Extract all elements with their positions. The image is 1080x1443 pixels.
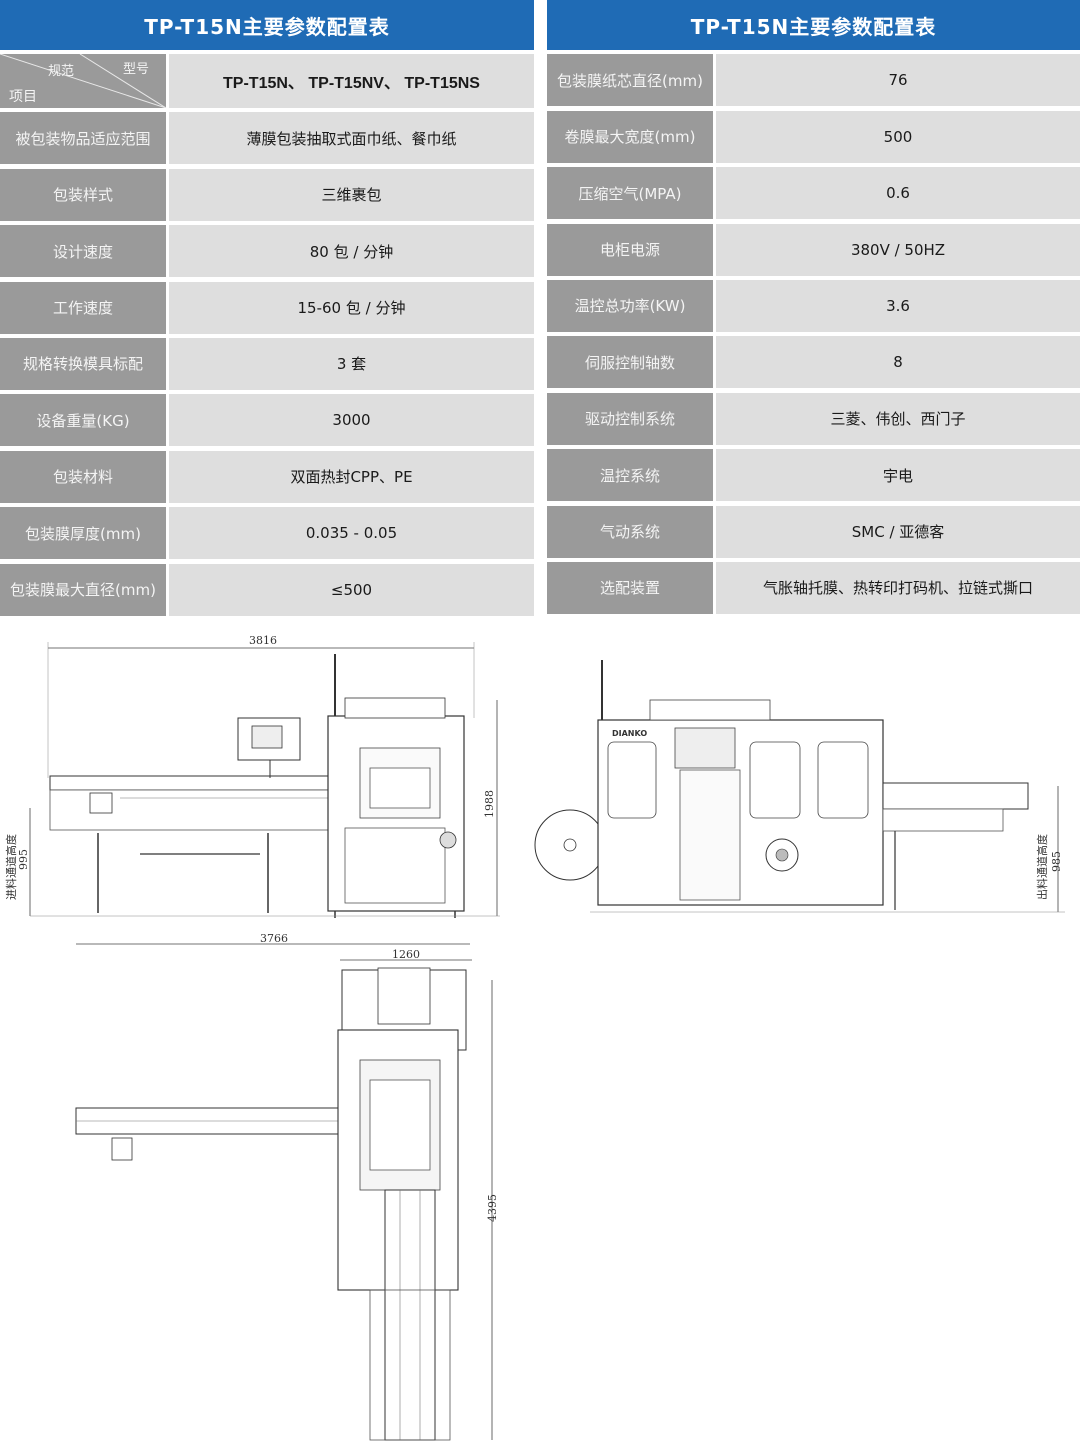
right-table-title: TP-T15N主要参数配置表 — [547, 0, 1080, 50]
top-view-drawing: 3766 1260 4395 — [60, 930, 520, 1443]
row-value: 15-60 包 / 分钟 — [169, 281, 534, 334]
row-label: 工作速度 — [0, 281, 166, 334]
row-value: 80 包 / 分钟 — [169, 225, 534, 278]
table-row: 设备重量(KG)3000 — [0, 394, 534, 447]
row-label: 温控系统 — [547, 449, 713, 502]
row-label: 包装膜厚度(mm) — [0, 507, 166, 560]
row-label: 设计速度 — [0, 225, 166, 278]
row-value: 三菱、伟创、西门子 — [716, 392, 1080, 445]
row-value: 气胀轴托膜、热转印打码机、拉链式撕口 — [716, 561, 1080, 614]
row-value: 76 — [716, 54, 1080, 107]
infeed-height-label: 进料通道高度 — [4, 834, 18, 900]
row-label: 包装材料 — [0, 450, 166, 503]
row-label: 设备重量(KG) — [0, 394, 166, 447]
row-label: 包装样式 — [0, 168, 166, 221]
outfeed-height-label: 出料通道高度 — [1035, 834, 1049, 900]
side-view-drawing: DIANKO 出料通道高度 985 — [530, 650, 1080, 920]
row-label: 包装膜最大直径(mm) — [0, 563, 166, 616]
front-width-dim: 3816 — [249, 634, 277, 647]
table-row: 压缩空气(MPA)0.6 — [547, 167, 1080, 220]
table-row: 驱动控制系统三菱、伟创、西门子 — [547, 392, 1080, 445]
row-value: 宇电 — [716, 449, 1080, 502]
row-value: 500 — [716, 110, 1080, 163]
row-label: 压缩空气(MPA) — [547, 167, 713, 220]
row-label: 温控总功率(KW) — [547, 279, 713, 332]
corner-model-label: 型号 — [123, 62, 150, 77]
table-row: 包装材料双面热封CPP、PE — [0, 450, 534, 503]
row-value: 8 — [716, 336, 1080, 389]
row-value: 三维裹包 — [169, 168, 534, 221]
left-table-title: TP-T15N主要参数配置表 — [0, 0, 534, 50]
row-label: 气动系统 — [547, 505, 713, 558]
row-label: 驱动控制系统 — [547, 392, 713, 445]
table-row: 包装样式三维裹包 — [0, 168, 534, 221]
top-width-dim: 3766 — [260, 932, 288, 945]
row-value: SMC / 亚德客 — [716, 505, 1080, 558]
row-label: 包装膜纸芯直径(mm) — [547, 54, 713, 107]
table-row: 选配装置气胀轴托膜、热转印打码机、拉链式撕口 — [547, 561, 1080, 614]
row-value: 双面热封CPP、PE — [169, 450, 534, 503]
top-length-dim: 4395 — [486, 1194, 499, 1222]
table-row: 规范 型号 项目 TP-T15N、 TP-T15NV、 TP-T15NS — [0, 54, 534, 108]
front-view-drawing: 3816 1988 进料通道高度 995 — [0, 628, 520, 923]
row-value: 3000 — [169, 394, 534, 447]
row-value: ≤500 — [169, 563, 534, 616]
row-label: 电柜电源 — [547, 223, 713, 276]
row-label: 伺服控制轴数 — [547, 336, 713, 389]
row-value: 0.035 - 0.05 — [169, 507, 534, 560]
row-label: 被包装物品适应范围 — [0, 112, 166, 165]
infeed-height-dim: 995 — [17, 849, 30, 870]
row-value: 3 套 — [169, 337, 534, 390]
corner-spec-label: 规范 — [48, 64, 75, 79]
model-names: TP-T15N、 TP-T15NV、 TP-T15NS — [169, 54, 534, 108]
side-brand-logo: DIANKO — [612, 729, 647, 738]
table-row: 温控总功率(KW)3.6 — [547, 279, 1080, 332]
outfeed-height-dim: 985 — [1050, 851, 1063, 872]
table-row: 包装膜纸芯直径(mm)76 — [547, 54, 1080, 107]
row-label: 卷膜最大宽度(mm) — [547, 110, 713, 163]
row-label: 规格转换模具标配 — [0, 337, 166, 390]
row-value: 0.6 — [716, 167, 1080, 220]
top-inner-dim: 1260 — [392, 948, 420, 961]
table-row: 包装膜最大直径(mm)≤500 — [0, 563, 534, 616]
diagonal-lines — [0, 54, 166, 108]
table-row: 包装膜厚度(mm)0.035 - 0.05 — [0, 507, 534, 560]
row-value: 380V / 50HZ — [716, 223, 1080, 276]
corner-item-label: 项目 — [9, 89, 37, 105]
table-row: 被包装物品适应范围薄膜包装抽取式面巾纸、餐巾纸 — [0, 112, 534, 165]
left-spec-table: TP-T15N主要参数配置表 规范 型号 项目 TP-T15N、 TP-T15N… — [0, 0, 534, 616]
front-height-dim: 1988 — [483, 790, 496, 818]
table-row: 卷膜最大宽度(mm)500 — [547, 110, 1080, 163]
table-row: 温控系统宇电 — [547, 449, 1080, 502]
row-value: 薄膜包装抽取式面巾纸、餐巾纸 — [169, 112, 534, 165]
row-value: 3.6 — [716, 279, 1080, 332]
row-label: 选配装置 — [547, 561, 713, 614]
corner-header-cell: 规范 型号 项目 — [0, 54, 166, 108]
